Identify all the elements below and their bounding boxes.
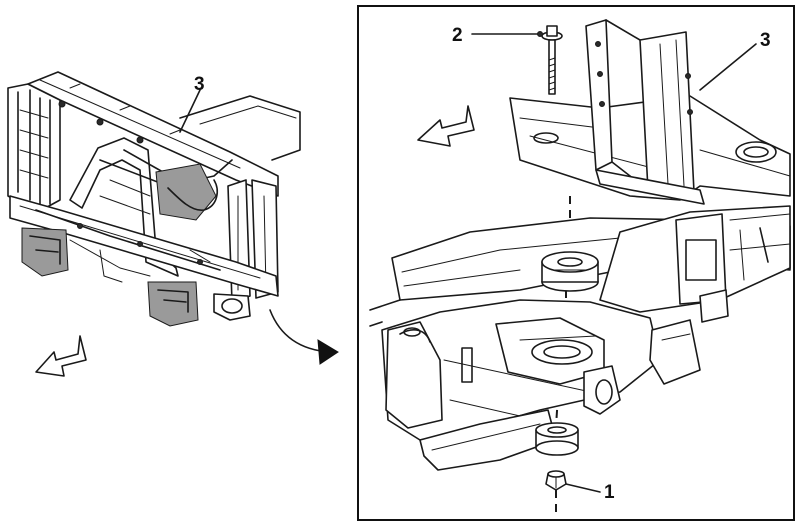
front-direction-arrow-right (417, 105, 475, 147)
upper-body-cushion (541, 251, 599, 292)
body-pillar (585, 19, 705, 205)
callout-3-left: 3 (179, 74, 205, 133)
detail-panel: 2 3 (357, 5, 795, 521)
callout-3-left-label: 3 (194, 74, 205, 95)
cab-body-outline (179, 95, 301, 161)
callout-2: 2 (452, 25, 543, 46)
frame-crossmember (599, 205, 791, 313)
center-mount-block (147, 281, 199, 327)
frame-mount-bracket (381, 299, 661, 441)
callout-2-label: 2 (452, 25, 463, 46)
callout-1: 1 (565, 482, 615, 503)
lower-body-cushion (535, 422, 579, 456)
mount-bolt (541, 25, 563, 95)
upper-rail (27, 71, 279, 197)
lower-frame-rail (9, 195, 279, 297)
right-lower-bracket (649, 289, 729, 385)
frame-rail-front (369, 299, 401, 327)
front-direction-arrow-left (35, 335, 87, 377)
overview-view: 3 (7, 71, 339, 377)
rear-mount-block (213, 293, 251, 321)
left-mount-block (21, 227, 69, 277)
callout-3-right-label: 3 (760, 30, 771, 51)
detail-pointer-arrow (269, 309, 339, 365)
frame-underside (419, 409, 557, 471)
callout-1-label: 1 (604, 482, 615, 503)
front-upright-frame (7, 83, 61, 213)
callout-3-right: 3 (699, 30, 771, 91)
mount-nut (545, 470, 567, 491)
